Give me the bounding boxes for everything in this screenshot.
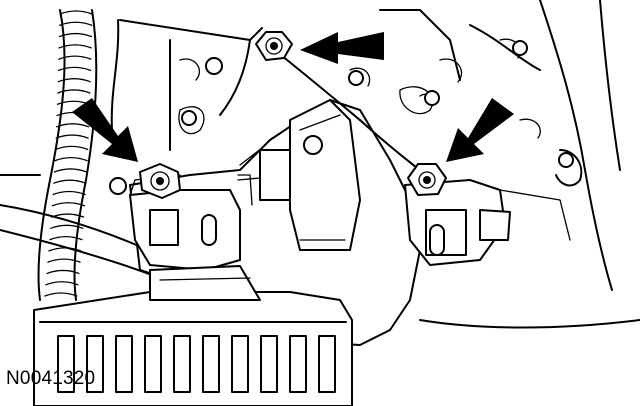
callout-arrow-left [72,98,138,162]
wiring-loom [37,9,98,301]
top-mounting-nut [255,31,293,61]
drive-cable-inner [269,45,425,175]
left-bracket [129,174,253,271]
lower-housing [33,265,353,406]
callout-arrow-right [446,98,514,162]
callout-arrow-top [300,32,384,64]
right-mounting-nut [407,163,447,196]
small-fasteners [109,40,574,195]
left-mounting-bolt [139,163,181,199]
figure-reference-code: N0041320 [6,368,96,389]
right-bracket [404,179,511,266]
